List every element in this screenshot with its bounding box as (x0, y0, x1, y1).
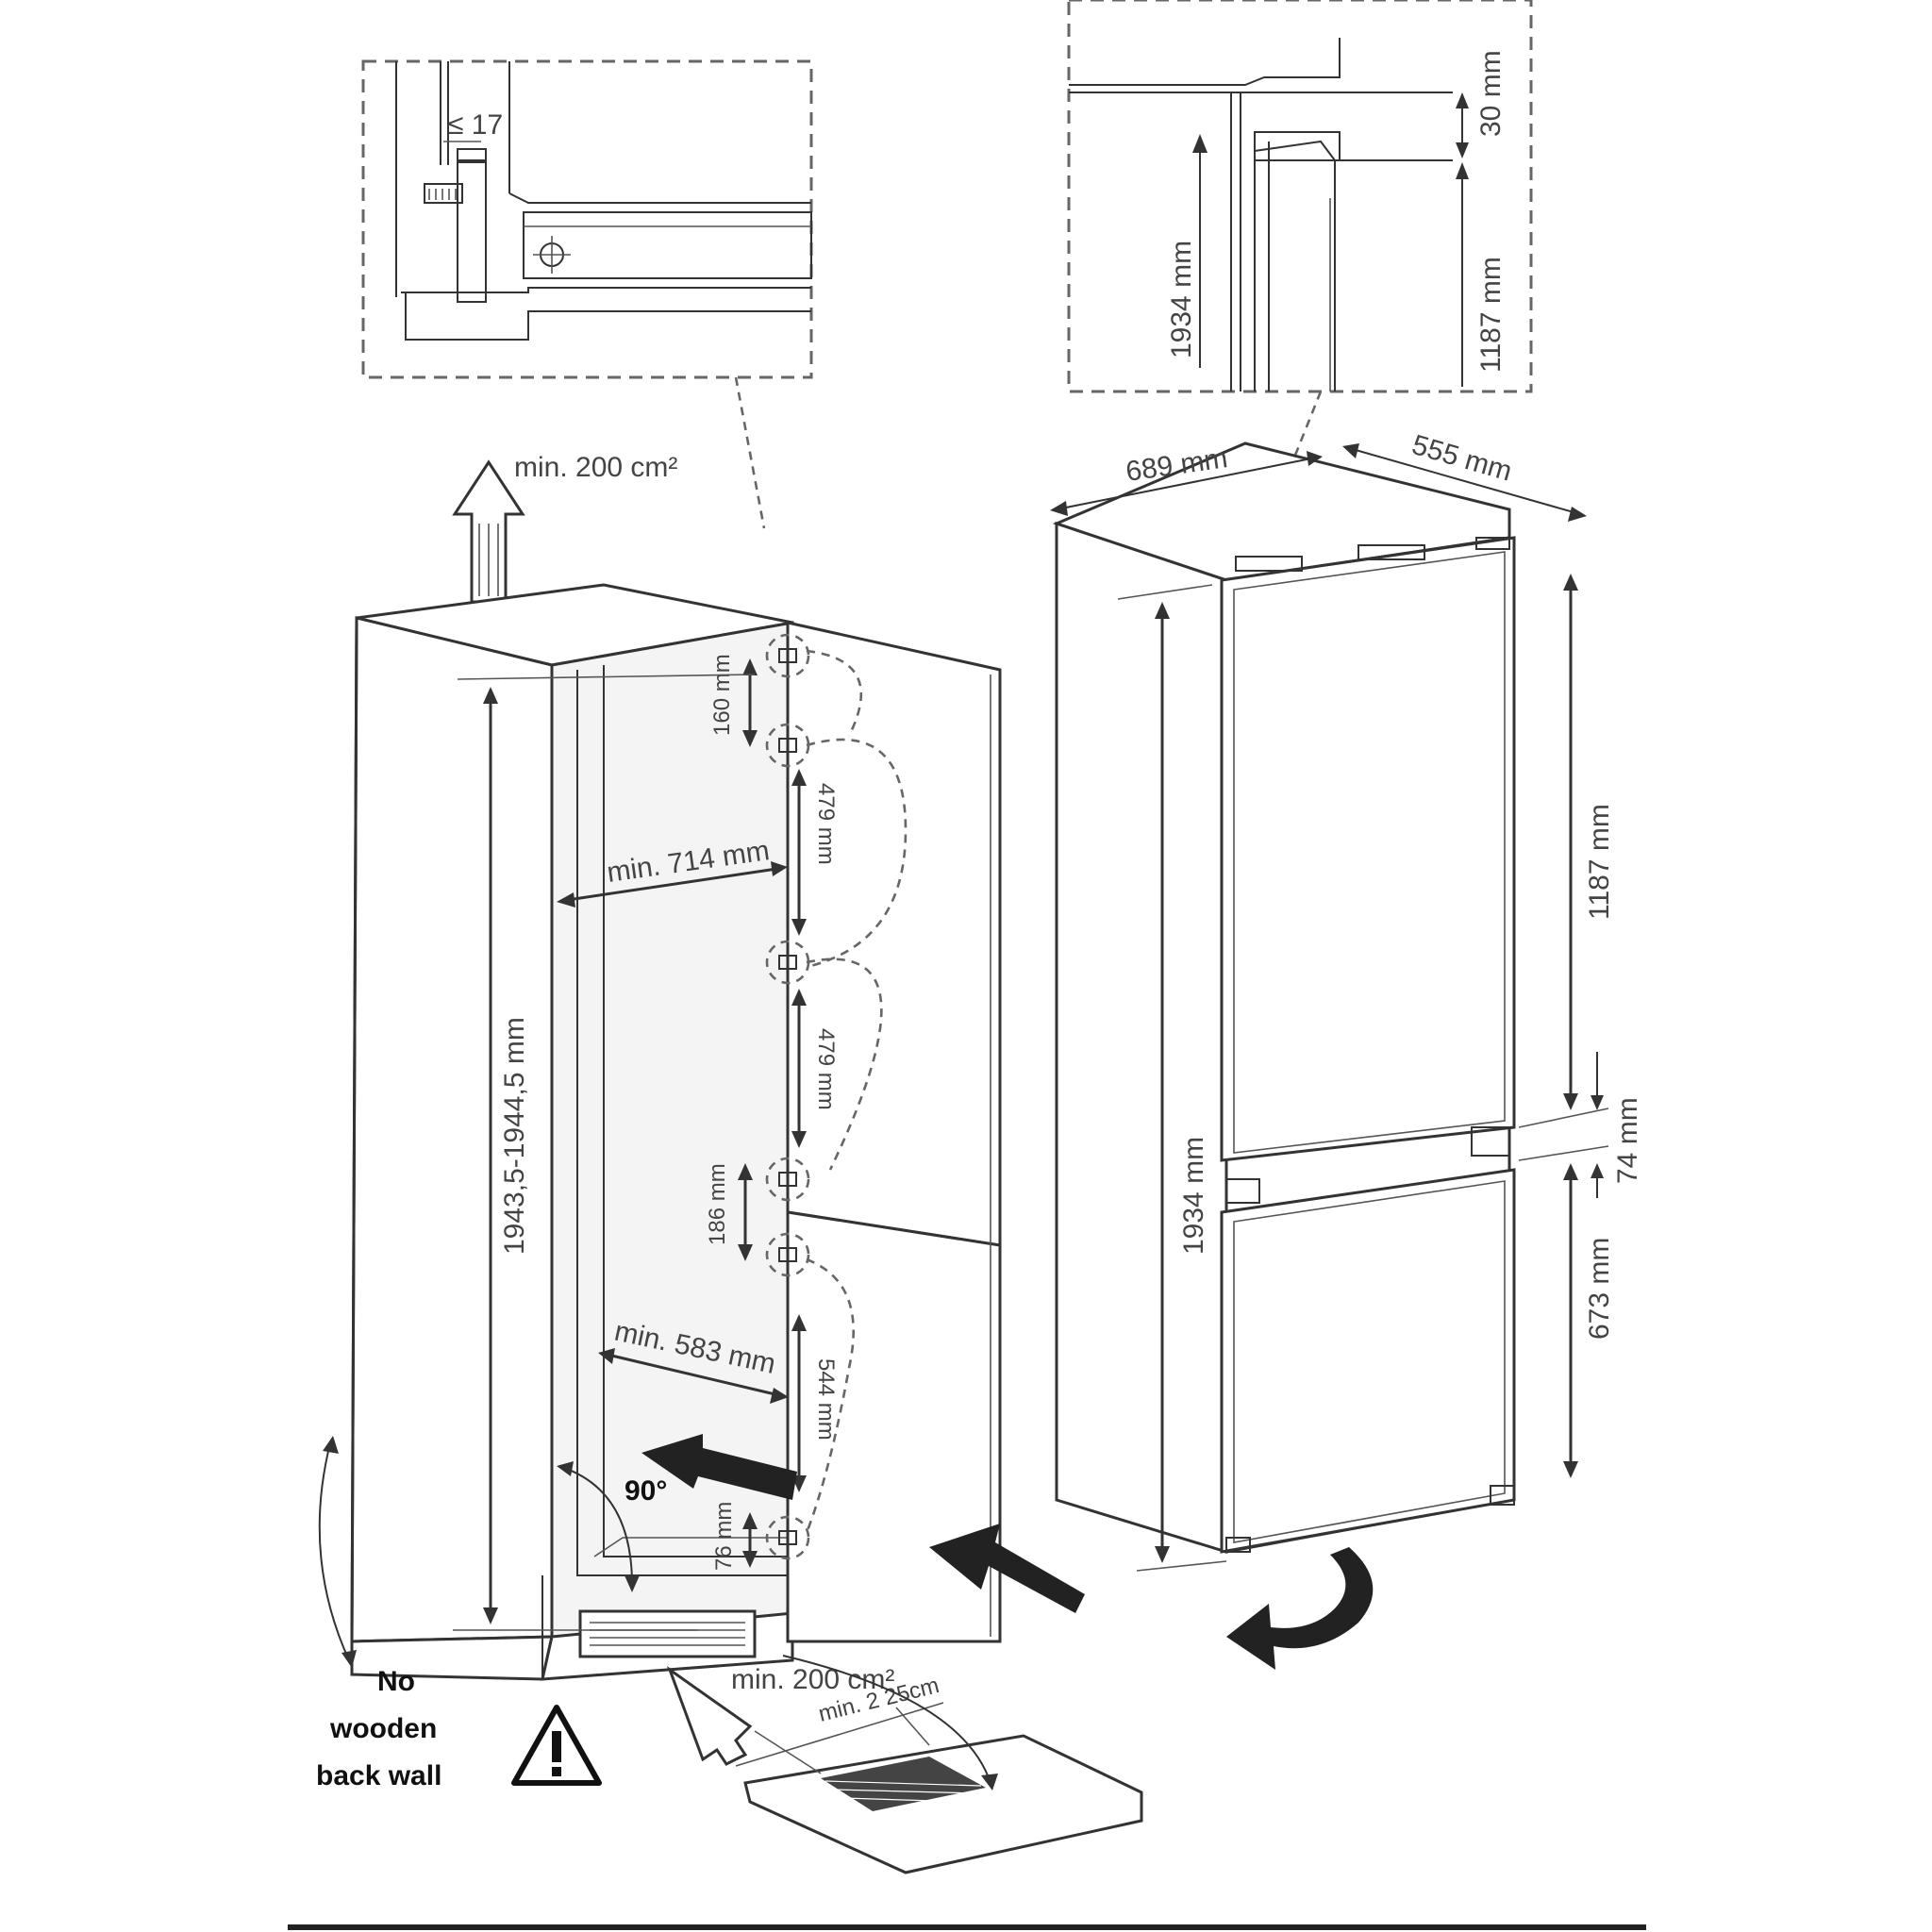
warning-curve (318, 1442, 350, 1661)
vent-top-label: min. 200 cm² (514, 452, 677, 483)
detail-height-label: 1934 mm (1166, 241, 1197, 358)
leader-line (734, 376, 766, 529)
detail-inset-top: 30 mm 1934 mm 1187 mm (1067, 0, 1533, 393)
door-swing-curves (805, 649, 908, 1534)
hinge-gap-4-label: 186 mm (705, 1163, 730, 1245)
niche-height-label: 1943,5-1944,5 mm (499, 1017, 530, 1255)
hinge-gap-2-label: 479 mm (813, 783, 839, 865)
lower-door-label: 673 mm (1584, 1238, 1615, 1340)
detail-limit-label: ≤ 17 (448, 109, 503, 141)
hinge-gap-5-label: 544 mm (813, 1358, 839, 1441)
vent-arrow-icon (452, 459, 525, 604)
vent-bottom-label: min. 200 cm² (731, 1664, 894, 1695)
arrow-left-icon (929, 1524, 1085, 1613)
cabinet-door (786, 621, 1002, 1643)
hinge-gap-1-label: 160 mm (709, 654, 735, 736)
vent-arrow-bottom-icon (666, 1665, 753, 1766)
detail-top-gap-label: 30 mm (1475, 50, 1507, 137)
detail-upper-door-label: 1187 mm (1475, 257, 1507, 373)
hinge-gap-3-label: 479 mm (813, 1028, 839, 1110)
warning-line-2: wooden (329, 1713, 437, 1744)
angle-label: 90° (625, 1475, 667, 1507)
hinge-dimensions (738, 658, 807, 1568)
appliance-height-label: 1934 mm (1178, 1137, 1209, 1255)
floor-plate (735, 1702, 1143, 1874)
curved-arrow-icon (1226, 1547, 1374, 1670)
appliance (1052, 441, 1516, 1555)
detail-inset-hinge: ≤ 17 (361, 59, 813, 379)
hinge-gap-6-label: 76 mm (711, 1502, 737, 1571)
arrow-left-icon (641, 1434, 797, 1500)
warning-line-3: back wall (316, 1760, 441, 1791)
cabinet-niche (350, 583, 794, 1681)
warning-line-1: No (377, 1666, 415, 1697)
warning-triangle-icon (511, 1705, 602, 1786)
upper-door-label: 1187 mm (1584, 804, 1615, 920)
floor-vent-curve (782, 1655, 991, 1784)
door-gap-label: 74 mm (1612, 1097, 1643, 1184)
appliance-depth-label: 555 mm (1408, 429, 1515, 488)
